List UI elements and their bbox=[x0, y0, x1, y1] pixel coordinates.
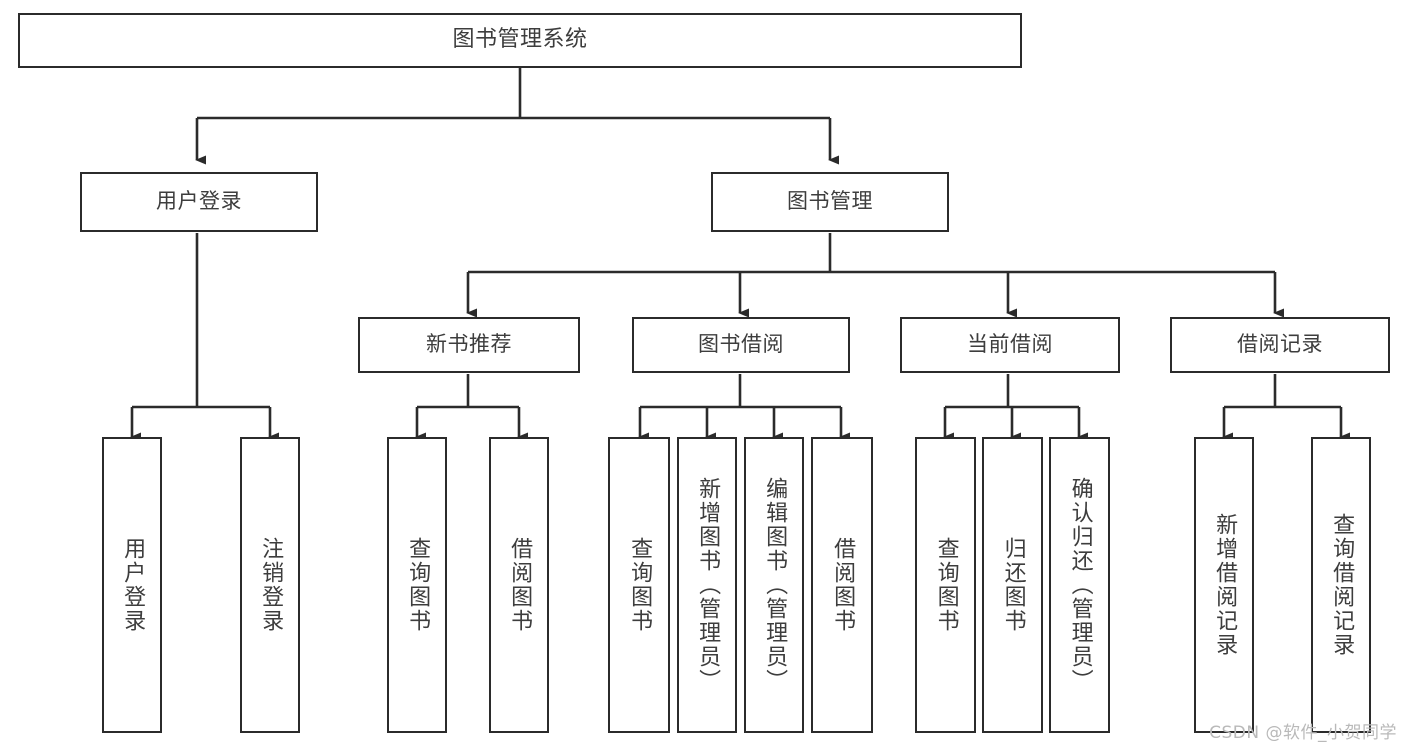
node-label: 查询图书 bbox=[627, 537, 653, 633]
node-label: 图书借阅 bbox=[698, 332, 784, 357]
leaf-query-books-borrow[interactable]: 查询图书 bbox=[608, 437, 670, 733]
leaf-edit-book-admin[interactable]: 编辑图书（管理员） bbox=[744, 437, 804, 733]
node-label: 编辑图书（管理员） bbox=[762, 477, 788, 693]
leaf-add-book-admin[interactable]: 新增图书（管理员） bbox=[677, 437, 737, 733]
node-label: 查询图书 bbox=[933, 537, 959, 633]
node-label: 用户登录 bbox=[156, 189, 242, 214]
node-book-management[interactable]: 图书管理 bbox=[711, 172, 949, 232]
leaf-confirm-return-admin[interactable]: 确认归还（管理员） bbox=[1049, 437, 1110, 733]
leaf-return-books[interactable]: 归还图书 bbox=[982, 437, 1043, 733]
node-book-borrow[interactable]: 图书借阅 bbox=[632, 317, 850, 373]
leaf-query-books-recommendation[interactable]: 查询图书 bbox=[387, 437, 447, 733]
node-label: 借阅图书 bbox=[830, 537, 856, 633]
node-root-book-management-system[interactable]: 图书管理系统 bbox=[18, 13, 1022, 68]
node-new-book-recommendation[interactable]: 新书推荐 bbox=[358, 317, 580, 373]
leaf-logout[interactable]: 注销登录 bbox=[240, 437, 300, 733]
leaf-user-login[interactable]: 用户登录 bbox=[102, 437, 162, 733]
node-label: 查询借阅记录 bbox=[1329, 513, 1355, 657]
leaf-query-borrow-record[interactable]: 查询借阅记录 bbox=[1311, 437, 1371, 733]
node-label: 当前借阅 bbox=[967, 332, 1053, 357]
node-label: 确认归还（管理员） bbox=[1067, 477, 1093, 693]
leaf-add-borrow-record[interactable]: 新增借阅记录 bbox=[1194, 437, 1254, 733]
node-current-borrow[interactable]: 当前借阅 bbox=[900, 317, 1120, 373]
node-user-login[interactable]: 用户登录 bbox=[80, 172, 318, 232]
leaf-borrow-books-borrow[interactable]: 借阅图书 bbox=[811, 437, 873, 733]
node-label: 借阅图书 bbox=[507, 537, 533, 633]
leaf-query-books-current[interactable]: 查询图书 bbox=[915, 437, 976, 733]
node-label: 新增图书（管理员） bbox=[695, 477, 721, 693]
node-label: 图书管理系统 bbox=[452, 27, 588, 53]
node-label: 图书管理 bbox=[787, 189, 873, 214]
leaf-borrow-books-recommendation[interactable]: 借阅图书 bbox=[489, 437, 549, 733]
node-label: 查询图书 bbox=[405, 537, 431, 633]
node-label: 用户登录 bbox=[120, 537, 146, 633]
node-label: 归还图书 bbox=[1000, 537, 1026, 633]
node-borrow-records[interactable]: 借阅记录 bbox=[1170, 317, 1390, 373]
csdn-watermark: CSDN @软件_小贺同学 bbox=[1209, 723, 1397, 743]
node-label: 注销登录 bbox=[258, 537, 284, 633]
node-label: 新增借阅记录 bbox=[1212, 513, 1238, 657]
node-label: 借阅记录 bbox=[1237, 332, 1323, 357]
node-label: 新书推荐 bbox=[426, 332, 512, 357]
